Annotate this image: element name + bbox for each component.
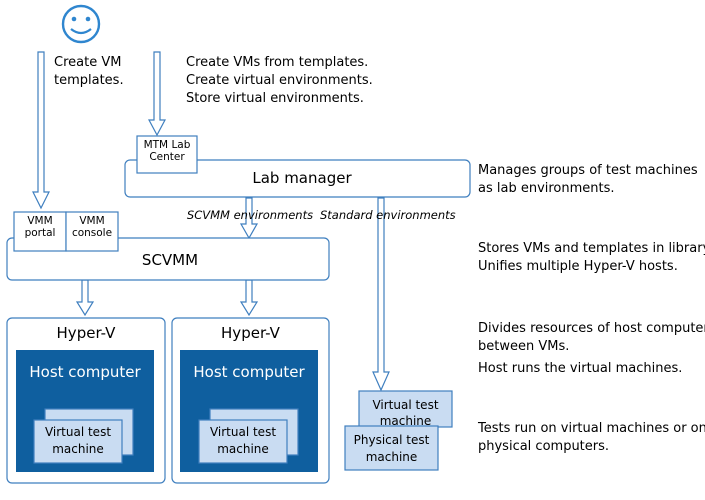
- arrow-to-vmm-portal: [32, 51, 50, 210]
- lab-manager-tasks: Create VMs from templates. Create virtua…: [186, 54, 373, 108]
- arrow-labmanager-to-scvmm: [239, 197, 259, 240]
- lab-manager-box: [124, 159, 471, 198]
- scvmm-environments-label: SCVMM environments: [186, 208, 314, 222]
- host-computer-label-1: Host computer: [29, 363, 141, 381]
- lab-manager-title: Lab manager: [252, 169, 352, 187]
- vm-stack-front-2: [198, 419, 288, 464]
- scvmm-description: Stores VMs and templates in library. Uni…: [478, 241, 705, 274]
- vmm-portal-label: VMM portal: [24, 215, 56, 239]
- tests-description: Tests run on virtual machines or on phys…: [478, 421, 705, 454]
- host-computer-label-2: Host computer: [193, 363, 305, 381]
- vm-stack-front-1: [33, 419, 123, 464]
- mtm-lab-center-label: MTM Lab Center: [143, 139, 191, 163]
- vmm-console-box: [65, 211, 119, 252]
- smiley-icon: [61, 4, 101, 44]
- vmm-console-label: VMM console: [71, 215, 113, 239]
- task-line: Store virtual environments.: [186, 91, 364, 106]
- standard-environments-label: Standard environments: [320, 208, 456, 222]
- arrow-labmanager-to-standard: [372, 197, 390, 392]
- vm-label-2: Virtual test machine: [209, 425, 277, 456]
- scvmm-title: SCVMM: [141, 251, 199, 269]
- arrow-scvmm-to-hyperv-2: [239, 279, 259, 317]
- task-line: Create VMs from templates.: [186, 55, 369, 70]
- vm-label-1: Virtual test machine: [44, 425, 112, 456]
- mtm-lab-center-box: [136, 135, 198, 174]
- arrow-to-mtm-lab-center: [148, 51, 166, 137]
- virtual-test-machine-label: Virtual test machine: [372, 398, 439, 428]
- physical-test-machine-label: Physical test machine: [353, 433, 430, 464]
- host-description: Host runs the virtual machines.: [478, 361, 683, 376]
- hyperv-description: Divides resources of host computer betwe…: [478, 321, 705, 354]
- hyperv-title-2: Hyper-V: [221, 324, 280, 342]
- hyperv-title-1: Hyper-V: [56, 324, 116, 342]
- arrow-scvmm-to-hyperv-1: [75, 279, 95, 317]
- lab-manager-description: Manages groups of test machines as lab e…: [478, 163, 698, 196]
- create-templates-label: Create VM templates.: [54, 55, 124, 88]
- vmm-portal-box: [13, 211, 67, 252]
- physical-test-machine-box: [344, 425, 439, 471]
- task-line: Create virtual environments.: [186, 73, 373, 88]
